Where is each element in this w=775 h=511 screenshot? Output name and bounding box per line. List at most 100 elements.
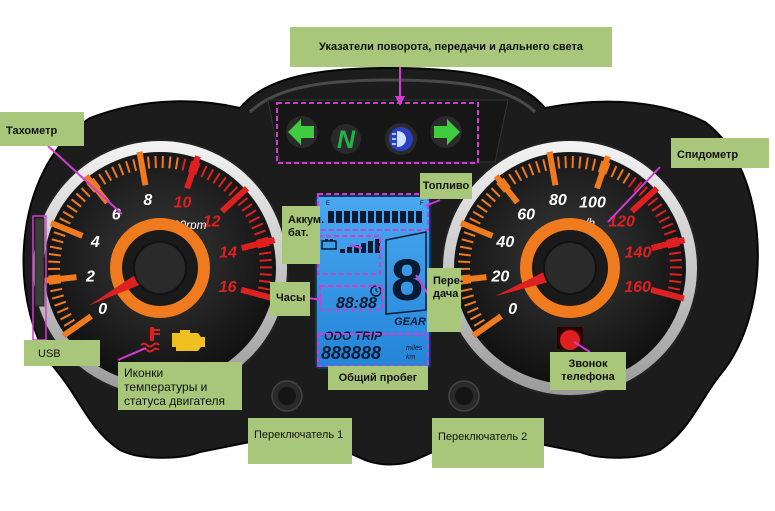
speedometer-minor-tick	[473, 318, 485, 327]
callout-tachometer: Тахометр	[0, 112, 84, 146]
tachometer-minor-tick	[217, 176, 227, 188]
indicator-panel: N	[267, 99, 509, 163]
switch-2-knob	[448, 380, 480, 412]
speedometer-minor-tick	[658, 215, 671, 224]
tachometer-minor-tick	[50, 287, 63, 293]
speedometer-tick-label: 140	[625, 244, 652, 261]
speedometer-tick-label: 60	[517, 206, 535, 223]
callout-usb: USB	[24, 340, 100, 366]
speedometer-minor-tick	[528, 163, 535, 176]
tachometer-minor-tick	[48, 281, 62, 285]
speedometer-minor-tick	[458, 253, 471, 257]
tachometer-minor-tick	[48, 274, 61, 278]
speedometer-minor-tick	[470, 313, 482, 321]
speedometer-minor-tick	[669, 258, 682, 262]
speedometer-minor-tick	[521, 166, 529, 179]
speedometer-minor-tick	[651, 203, 663, 212]
tachometer-minor-tick	[223, 181, 233, 192]
tachometer-minor-tick	[146, 156, 151, 169]
callout-battery: Аккум. бат.	[282, 206, 324, 264]
tachometer-minor-tick	[92, 177, 101, 189]
tachometer-minor-tick	[253, 229, 266, 236]
left-turn-arrow-icon	[288, 119, 314, 145]
speedometer-major-tick	[471, 313, 503, 339]
tachometer-tick-label: 2	[85, 269, 95, 286]
clock-display: 88:88	[336, 295, 377, 312]
tachometer-tick-label: 16	[219, 279, 237, 296]
callout-temp-icons: Иконки температуры и статуса двигателя	[118, 362, 242, 410]
tachometer-tick-label: 0	[98, 301, 107, 318]
speedometer-minor-tick	[463, 231, 476, 237]
speedometer-minor-tick	[669, 279, 682, 284]
tachometer-minor-tick	[104, 169, 113, 182]
indicator-highlight-box	[276, 102, 479, 164]
tachometer-minor-tick	[259, 279, 272, 284]
speedometer-tick-label: 160	[624, 279, 651, 296]
speedometer-major-tick	[594, 155, 611, 190]
tachometer-minor-tick	[228, 186, 239, 197]
tachometer-minor-tick	[86, 182, 96, 193]
tachometer-minor-tick	[132, 159, 138, 172]
speedometer-minor-tick	[669, 273, 682, 276]
tachometer-minor-tick	[237, 197, 249, 207]
phone-ring-icon	[557, 327, 583, 350]
speedometer-tick-label: 80	[549, 192, 567, 209]
tachometer-minor-tick	[53, 231, 66, 237]
gear-digit-frame: 8	[385, 231, 427, 315]
speedometer-minor-tick	[663, 229, 676, 236]
speedometer-minor-tick	[458, 260, 471, 264]
right-turn-arrow-icon	[434, 119, 460, 145]
speedometer-tick-label: 40	[495, 234, 514, 251]
callout-phone-ring: Звонок телефона	[550, 352, 626, 390]
tachometer-minor-tick	[200, 165, 208, 178]
speedometer-minor-tick	[469, 217, 481, 225]
lcd-display: E F 8	[315, 195, 431, 369]
speedometer-minor-tick	[584, 157, 589, 170]
gear-digit: 8	[391, 248, 423, 313]
tachometer-minor-tick	[51, 238, 64, 244]
speedometer-minor-tick	[514, 169, 523, 182]
tachometer-minor-tick	[80, 187, 91, 198]
switch-1-knob	[271, 380, 303, 412]
tachometer-minor-tick	[70, 198, 82, 208]
odometer-value: 888888	[321, 343, 381, 363]
tachometer-minor-tick	[51, 294, 65, 300]
callout-speedometer: Спидометр	[671, 138, 769, 168]
tachometer-major-tick	[61, 313, 93, 339]
speedometer-major-tick	[493, 174, 520, 205]
odometer-unit-km: km	[406, 354, 416, 361]
tachometer-minor-tick	[194, 162, 201, 175]
tachometer-minor-tick	[258, 251, 272, 256]
speedometer-minor-tick	[458, 281, 472, 285]
tachometer-major-tick	[240, 237, 276, 251]
speedometer-minor-tick	[647, 197, 659, 207]
tachometer-major-tick	[136, 151, 149, 186]
tachometer-minor-tick	[49, 245, 63, 250]
fuel-full-label: F	[420, 201, 424, 207]
speedometer-minor-tick	[655, 209, 667, 218]
tachometer-minor-tick	[168, 156, 172, 169]
tachometer-minor-tick	[188, 160, 194, 173]
fuel-gauge-segments: E F	[326, 201, 424, 223]
callout-fuel: Топливо	[420, 173, 472, 199]
housing-highlight	[248, 78, 537, 114]
callout-switch-2: Переключатель 2	[432, 418, 544, 468]
speedometer-minor-tick	[556, 156, 561, 169]
speedometer-tick-label: 100	[579, 195, 606, 212]
speedometer-minor-tick	[485, 192, 496, 203]
speedometer-minor-tick	[598, 160, 604, 173]
tachometer-minor-tick	[48, 260, 61, 264]
speedometer-major-tick	[629, 186, 660, 214]
tachometer-major-tick	[42, 274, 77, 284]
speedometer-minor-tick	[535, 160, 541, 174]
high-beam-icon	[389, 127, 413, 151]
callout-odometer: Общий пробег	[328, 366, 428, 390]
trip-label: ODO TRIP	[324, 329, 383, 343]
odometer-unit-miles: miles	[406, 345, 423, 352]
speedometer-minor-tick	[604, 162, 611, 175]
speedometer-minor-tick	[490, 187, 501, 198]
tachometer-minor-tick	[63, 318, 75, 327]
speedometer-minor-tick	[542, 159, 548, 172]
